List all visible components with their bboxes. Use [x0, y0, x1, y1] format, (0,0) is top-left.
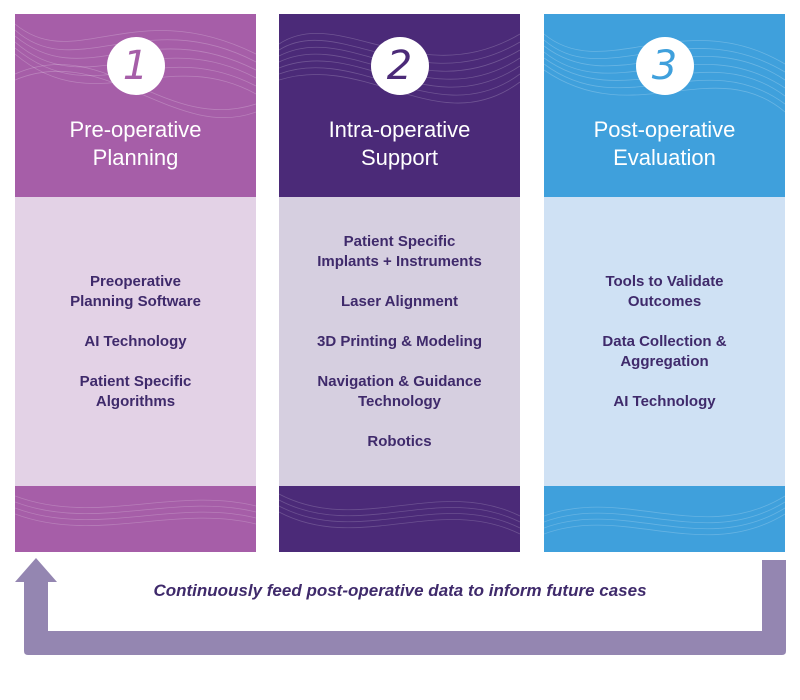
phase-item: AI Technology — [613, 392, 716, 410]
feedback-caption: Continuously feed post-operative data to… — [153, 581, 647, 600]
wave-decoration — [279, 493, 520, 535]
phase-item: Robotics — [367, 432, 432, 450]
phase-item: 3D Printing & Modeling — [317, 332, 482, 350]
phase-column-intraoperative: 2 Intra-operative Support Patient Specif… — [279, 14, 520, 552]
phase-item: Laser Alignment — [341, 292, 458, 310]
phase-title: Intra-operative Support — [328, 117, 471, 170]
wave-decoration — [15, 495, 256, 527]
step-number-badge: 1 — [106, 37, 165, 95]
step-number-badge: 2 — [370, 37, 429, 95]
phase-item: Data Collection &Aggregation — [602, 332, 727, 370]
phase-column-postoperative: 3 Post-operative Evaluation Tools to Val… — [544, 14, 785, 552]
phase-header: 3 Post-operative Evaluation — [544, 14, 785, 197]
feedback-loop-path — [15, 558, 786, 655]
phase-footer — [15, 486, 256, 552]
phase-title: Post-operative Evaluation — [593, 117, 736, 170]
phase-footer — [544, 486, 785, 552]
wave-decoration — [544, 495, 785, 536]
step-number-badge: 3 — [635, 37, 694, 95]
phase-title: Pre-operative Planning — [69, 117, 202, 170]
phase-header: 1 Pre-operative Planning — [15, 14, 256, 197]
phase-header: 2 Intra-operative Support — [279, 14, 520, 197]
phase-footer — [279, 486, 520, 552]
phase-item: AI Technology — [84, 332, 187, 350]
